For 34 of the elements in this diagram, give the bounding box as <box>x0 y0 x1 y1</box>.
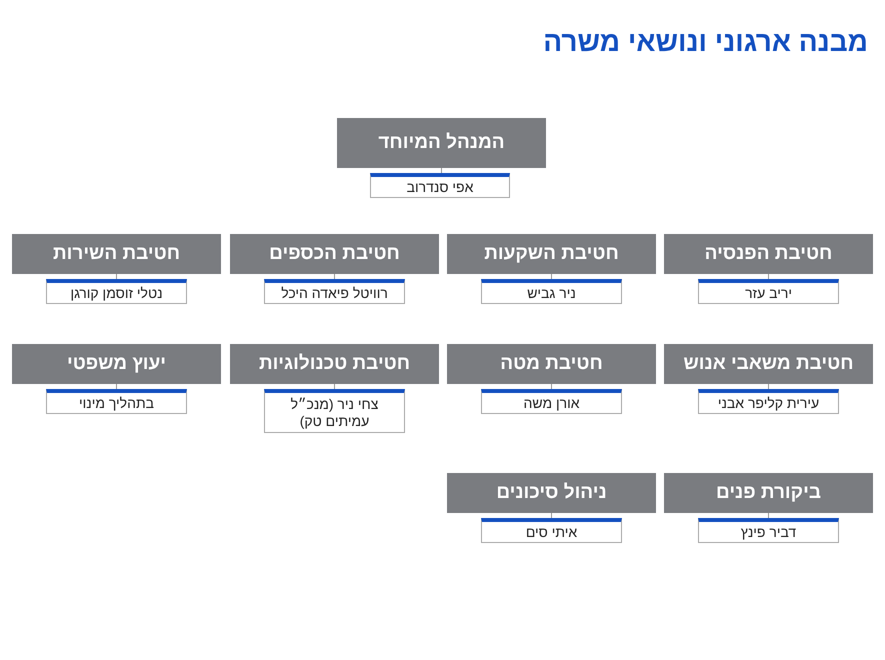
division-header-box: חטיבת מטה <box>447 344 656 384</box>
division-header-box: יעוץ משפטי <box>12 344 221 384</box>
name-box: דביר פינץ <box>698 518 839 543</box>
division-header-box: חטיבת הכספים <box>230 234 439 274</box>
division-header-box: חטיבת הפנסיה <box>664 234 873 274</box>
name-box: ניר גביש <box>481 279 622 304</box>
name-box: יריב עזר <box>698 279 839 304</box>
name-box: בתהליך מינוי <box>46 389 187 414</box>
connector-line <box>768 274 769 280</box>
connector-line <box>116 274 117 280</box>
division-header-box: המנהל המיוחד <box>337 118 546 168</box>
division-header-box: חטיבת טכנולוגיות <box>230 344 439 384</box>
name-box: עירית קליפר אבני <box>698 389 839 414</box>
connector-line <box>441 168 442 174</box>
name-box: אורן משה <box>481 389 622 414</box>
connector-line <box>551 274 552 280</box>
connector-line <box>334 274 335 280</box>
name-box: איתי סים <box>481 518 622 543</box>
name-box: צחי ניר (מנכ״ל עמיתים טק) <box>264 389 405 433</box>
division-header-box: ניהול סיכונים <box>447 473 656 513</box>
connector-line <box>551 512 552 518</box>
connector-line <box>768 512 769 518</box>
division-header-box: ביקורת פנים <box>664 473 873 513</box>
division-header-box: חטיבת השקעות <box>447 234 656 274</box>
division-header-box: חטיבת משאבי אנוש <box>664 344 873 384</box>
division-header-box: חטיבת השירות <box>12 234 221 274</box>
connector-line <box>768 384 769 390</box>
name-box: רוויטל פיאדה היכל <box>264 279 405 304</box>
name-box: נטלי זוסמן קורגן <box>46 279 187 304</box>
connector-line <box>116 384 117 390</box>
page-title: מבנה ארגוני ונושאי משרה <box>543 26 868 58</box>
connector-line <box>551 384 552 390</box>
connector-line <box>334 384 335 390</box>
name-box: אפי סנדרוב <box>370 173 510 198</box>
